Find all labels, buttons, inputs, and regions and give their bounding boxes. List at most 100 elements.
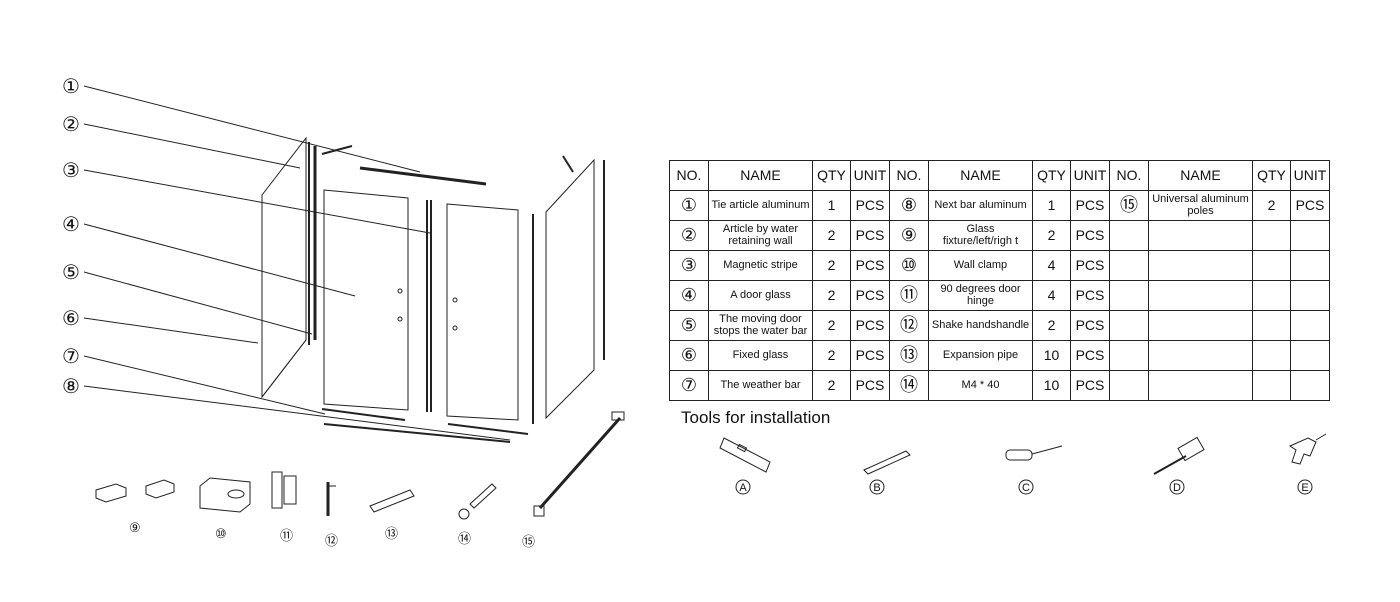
table-header-row: NO. NAME QTY UNIT NO. NAME QTY UNIT NO. … (669, 160, 1330, 191)
accessory-label-10: ⑩ (215, 526, 227, 541)
cell-no: ④ (669, 280, 709, 311)
callout-1: ① (62, 76, 80, 98)
cell-no: ⑭ (889, 370, 929, 401)
cell-qty: 4 (1032, 280, 1071, 311)
hammer-icon (1153, 436, 1205, 475)
parts-table: NO. NAME QTY UNIT NO. NAME QTY UNIT NO. … (669, 160, 1330, 401)
tool-label-c: C (1022, 482, 1030, 494)
cell-no: ⑩ (889, 250, 929, 281)
cell-unit (1290, 310, 1330, 341)
cell-no: ⑨ (889, 220, 929, 251)
cell-qty (1252, 280, 1291, 311)
cell-name (1148, 280, 1253, 311)
callout-5: ⑤ (62, 262, 80, 284)
cell-no (1109, 310, 1149, 341)
header-cell: NAME (928, 160, 1033, 191)
cell-unit: PCS (1070, 250, 1110, 281)
cell-name: Wall clamp (928, 250, 1033, 281)
pencil-icon (863, 450, 911, 475)
header-cell: QTY (812, 160, 851, 191)
header-cell: QTY (1252, 160, 1291, 191)
cell-unit (1290, 370, 1330, 401)
tool-label-b: B (873, 482, 880, 494)
accessory-label-13: ⑬ (385, 526, 398, 541)
callout-3: ③ (62, 160, 80, 182)
header-cell: UNIT (850, 160, 890, 191)
cell-unit (1290, 220, 1330, 251)
cell-unit: PCS (850, 310, 890, 341)
cell-name: Universal aluminum poles (1148, 190, 1253, 221)
cell-qty (1252, 220, 1291, 251)
cell-name: Shake handshandle (928, 310, 1033, 341)
cell-name: Magnetic stripe (708, 250, 813, 281)
cell-qty: 2 (812, 340, 851, 371)
cell-qty (1252, 250, 1291, 281)
cell-unit (1290, 280, 1330, 311)
header-cell: NO. (669, 160, 709, 191)
screwdriver-icon (1005, 445, 1063, 461)
cell-no: ① (669, 190, 709, 221)
cell-qty: 2 (812, 220, 851, 251)
cell-qty: 2 (812, 280, 851, 311)
tool-label-a: A (739, 482, 747, 494)
header-cell: UNIT (1070, 160, 1110, 191)
header-cell: UNIT (1290, 160, 1330, 191)
cell-name: Article by water retaining wall (708, 220, 813, 251)
cell-name (1148, 220, 1253, 251)
cell-no (1109, 220, 1149, 251)
tool-label-d: D (1173, 482, 1181, 494)
cell-qty: 1 (812, 190, 851, 221)
cell-unit: PCS (1070, 190, 1110, 221)
cell-no: ⑤ (669, 310, 709, 341)
cell-no: ⑧ (889, 190, 929, 221)
cell-qty (1252, 370, 1291, 401)
tools-title: Tools for installation (681, 408, 831, 427)
cell-qty: 2 (1032, 310, 1071, 341)
cell-unit: PCS (1070, 370, 1110, 401)
cell-name: A door glass (708, 280, 813, 311)
cell-name: Fixed glass (708, 340, 813, 371)
cell-no (1109, 250, 1149, 281)
cell-qty: 2 (1032, 220, 1071, 251)
cell-qty: 2 (812, 250, 851, 281)
header-cell: NAME (1148, 160, 1253, 191)
header-cell: NAME (708, 160, 813, 191)
callout-2: ② (62, 114, 80, 136)
cell-qty (1252, 340, 1291, 371)
tool-label-e: E (1301, 482, 1308, 494)
cell-name: Expansion pipe (928, 340, 1033, 371)
cell-unit: PCS (1070, 340, 1110, 371)
callout-8: ⑧ (62, 376, 80, 398)
accessory-label-9: ⑨ (129, 520, 141, 535)
cell-unit: PCS (1070, 280, 1110, 311)
cell-unit: PCS (850, 250, 890, 281)
cell-name: Glass fixture/left/righ t (928, 220, 1033, 251)
cell-no: ⑦ (669, 370, 709, 401)
header-cell: NO. (889, 160, 929, 191)
cell-name (1148, 250, 1253, 281)
cell-no (1109, 340, 1149, 371)
accessory-label-15: ⑮ (522, 534, 535, 549)
cell-name: Tie article aluminum (708, 190, 813, 221)
cell-no: ⑪ (889, 280, 929, 311)
cell-qty: 2 (812, 310, 851, 341)
cell-unit: PCS (850, 370, 890, 401)
header-cell: QTY (1032, 160, 1071, 191)
cell-qty: 2 (812, 370, 851, 401)
cell-unit: PCS (850, 220, 890, 251)
cell-qty: 4 (1032, 250, 1071, 281)
cell-no (1109, 370, 1149, 401)
cell-unit (1290, 340, 1330, 371)
cell-no: ③ (669, 250, 709, 281)
cell-no (1109, 280, 1149, 311)
cell-name (1148, 340, 1253, 371)
cell-qty: 2 (1252, 190, 1291, 221)
power-drill-icon (1288, 433, 1327, 465)
